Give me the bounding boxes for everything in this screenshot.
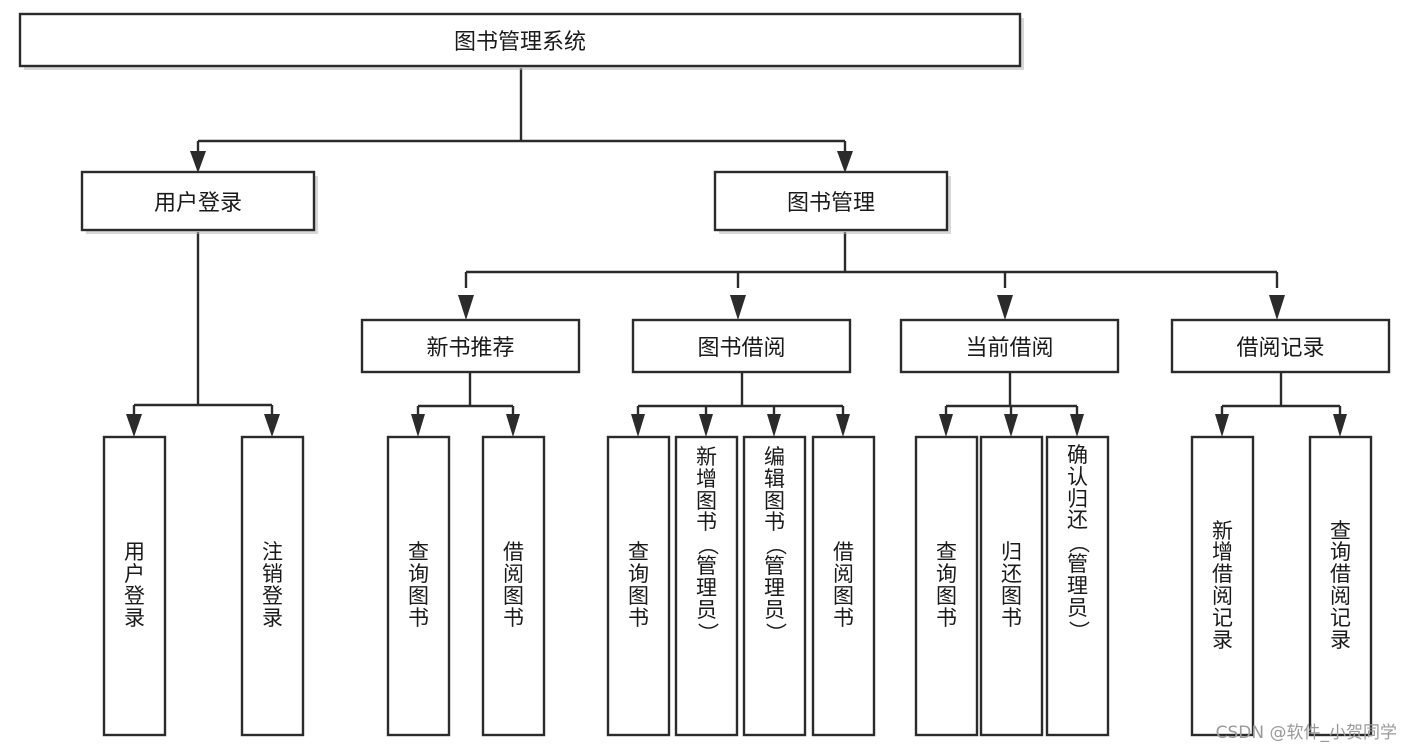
- connector-layer: [126, 68, 1347, 437]
- arrow-head-current-borrow: [997, 295, 1013, 320]
- user-login-node-box[interactable]: [80, 170, 316, 232]
- arrow-head-leaf-borrow-book-1: [506, 414, 520, 437]
- arrow-head-book-manage: [837, 151, 853, 173]
- current-borrow-node-box[interactable]: [899, 318, 1120, 374]
- arrow-head-leaf-borrow-book-2: [836, 414, 850, 437]
- book-borrow-node-box[interactable]: [631, 318, 852, 374]
- arrow-head-leaf-confirm-return: [1070, 414, 1084, 437]
- root-node-box[interactable]: [18, 12, 1022, 68]
- arrow-head-leaf-query-book-3: [939, 414, 953, 437]
- arrow-head-leaf-user-login: [126, 414, 142, 437]
- arrow-head-borrow-record: [1269, 295, 1285, 320]
- leaf-query-book-2-box[interactable]: [606, 435, 671, 737]
- leaf-logout-box[interactable]: [240, 435, 305, 737]
- leaf-query-book-3-box[interactable]: [914, 435, 979, 737]
- leaf-add-book-admin-box[interactable]: [674, 435, 739, 737]
- arrow-head-leaf-logout: [264, 414, 280, 437]
- arrow-head-leaf-query-book-1: [411, 414, 425, 437]
- new-book-rec-node-box[interactable]: [360, 318, 581, 374]
- leaf-confirm-return-admin-box[interactable]: [1045, 435, 1110, 737]
- node-box-layer: [18, 12, 1391, 737]
- leaf-query-borrow-record-box[interactable]: [1308, 435, 1373, 737]
- arrow-head-leaf-return-book: [1004, 414, 1018, 437]
- leaf-add-borrow-record-box[interactable]: [1190, 435, 1255, 737]
- leaf-user-login-box[interactable]: [102, 435, 167, 737]
- arrow-head-leaf-edit-book-admin: [767, 414, 781, 437]
- borrow-record-node-box[interactable]: [1170, 318, 1391, 374]
- book-manage-node-box[interactable]: [713, 170, 949, 232]
- arrow-head-leaf-add-book-admin: [699, 414, 713, 437]
- leaf-query-book-1-box[interactable]: [386, 435, 451, 737]
- arrow-head-book-borrow: [730, 295, 746, 320]
- leaf-borrow-book-1-box[interactable]: [481, 435, 546, 737]
- leaf-return-book-box[interactable]: [979, 435, 1044, 737]
- leaf-edit-book-admin-box[interactable]: [742, 435, 807, 737]
- arrow-head-leaf-add-borrow-record: [1215, 414, 1229, 437]
- arrow-head-leaf-query-book-2: [631, 414, 645, 437]
- arrow-head-leaf-query-borrow-record: [1333, 414, 1347, 437]
- leaf-borrow-book-2-box[interactable]: [811, 435, 876, 737]
- arrow-head-new-book-rec: [458, 295, 474, 320]
- arrow-head-user-login: [190, 151, 206, 173]
